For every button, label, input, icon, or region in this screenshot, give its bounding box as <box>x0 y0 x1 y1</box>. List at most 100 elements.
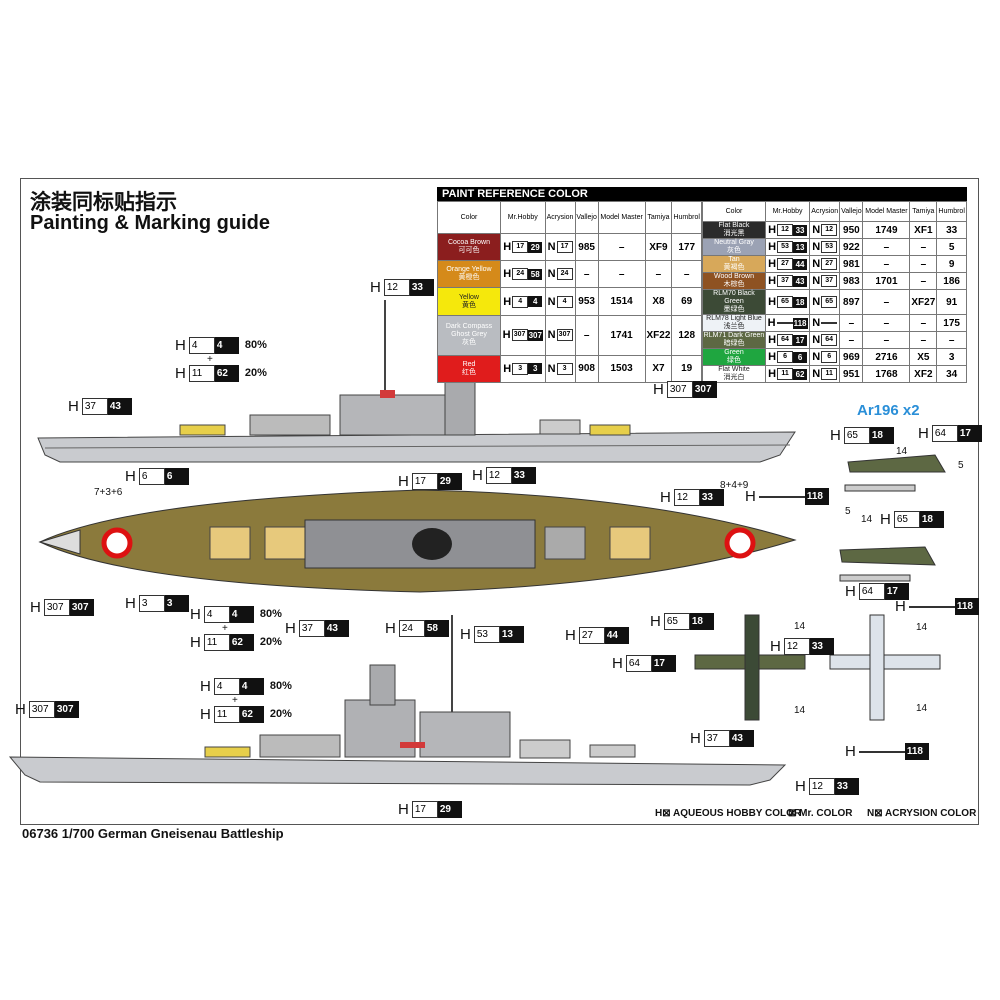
part-number: 7+3+6 <box>94 487 123 498</box>
mm-code: 1768 <box>862 365 911 383</box>
aqueous-code: 65 <box>777 296 794 308</box>
part-number: 14 <box>794 705 806 716</box>
legend-acrysion: N⊠ ACRYSION COLOR <box>867 808 977 819</box>
aqueous-code: 307 <box>666 381 693 398</box>
tamiya-code: – <box>909 272 938 290</box>
mix-percent: 20% <box>259 636 282 648</box>
mix-percent: 80% <box>244 339 267 351</box>
tamiya-code: – <box>909 238 938 256</box>
column-header: Color <box>702 201 766 222</box>
color-name: Flat Black <box>718 222 750 229</box>
mr-color-code: 62 <box>229 634 254 651</box>
aqueous-code <box>776 322 793 324</box>
mr-color-code: 43 <box>107 398 132 415</box>
aqueous-code: 4 <box>213 678 240 695</box>
color-name-cn: 可可色 <box>458 247 480 255</box>
mr-color-code: 4 <box>528 296 543 308</box>
mm-code: – <box>862 238 911 256</box>
callout-prefix: H <box>190 606 201 623</box>
mr-color-code: 43 <box>324 620 349 637</box>
callout-prefix: H <box>880 511 891 528</box>
mr-color-code: 3 <box>164 595 189 612</box>
part-number: 14 <box>916 622 928 633</box>
mr-color-code: 17 <box>884 583 909 600</box>
color-name: Dark Compass Ghost Grey <box>445 323 493 339</box>
color-name: Yellow <box>459 293 479 301</box>
mr-color-code: 307 <box>692 381 717 398</box>
aqueous-code: 17 <box>411 473 438 490</box>
humbrol-code: 19 <box>671 354 702 384</box>
table-heading: PAINT REFERENCE COLOR <box>437 187 967 201</box>
callout-prefix: H <box>895 598 906 615</box>
callout-prefix: H <box>795 778 806 795</box>
callout-prefix: H <box>770 638 781 655</box>
color-name-cn: 墨绿色 <box>723 306 745 313</box>
mr-color-code: 33 <box>793 224 808 236</box>
aqueous-code: 37 <box>298 620 325 637</box>
plus-sign: + <box>207 354 213 365</box>
vallejo-code: 908 <box>574 354 599 384</box>
mr-color-code: 18 <box>793 296 808 308</box>
aqueous-code: 11 <box>213 706 240 723</box>
aqueous-code: 6 <box>777 351 794 363</box>
mr-color-code: 33 <box>809 638 834 655</box>
aqueous-code: 12 <box>485 467 512 484</box>
column-header: Tamiya <box>644 200 673 235</box>
tamiya-code: – <box>909 331 938 349</box>
mm-code: – <box>862 331 911 349</box>
mr-color-code: 29 <box>528 241 543 253</box>
aqueous-code: 17 <box>411 801 438 818</box>
vallejo-code: – <box>839 314 864 332</box>
part-number: 14 <box>916 703 928 714</box>
color-name-cn: 消光黑 <box>723 230 745 237</box>
mr-color-code: 33 <box>511 467 536 484</box>
humbrol-code: 9 <box>936 255 967 273</box>
aqueous-code: 3 <box>512 362 529 375</box>
column-header: Acrysion <box>544 200 576 235</box>
mm-code: 1741 <box>597 314 646 356</box>
aqueous-code: 11 <box>203 634 230 651</box>
callout-prefix: H <box>30 599 41 616</box>
color-name-cn: 黄橙色 <box>458 274 480 282</box>
humbrol-code: – <box>671 260 702 289</box>
humbrol-code: 175 <box>936 314 967 332</box>
callout-prefix: H <box>830 427 841 444</box>
callout-prefix: H <box>190 634 201 651</box>
mr-color-code: 44 <box>604 627 629 644</box>
tamiya-code: XF22 <box>644 314 673 356</box>
vallejo-code: 951 <box>839 365 864 383</box>
footer-product: 06736 1/700 German Gneisenau Battleship <box>22 826 284 841</box>
mr-color-code: 118 <box>954 598 979 615</box>
column-header: Vallejo <box>574 200 599 235</box>
